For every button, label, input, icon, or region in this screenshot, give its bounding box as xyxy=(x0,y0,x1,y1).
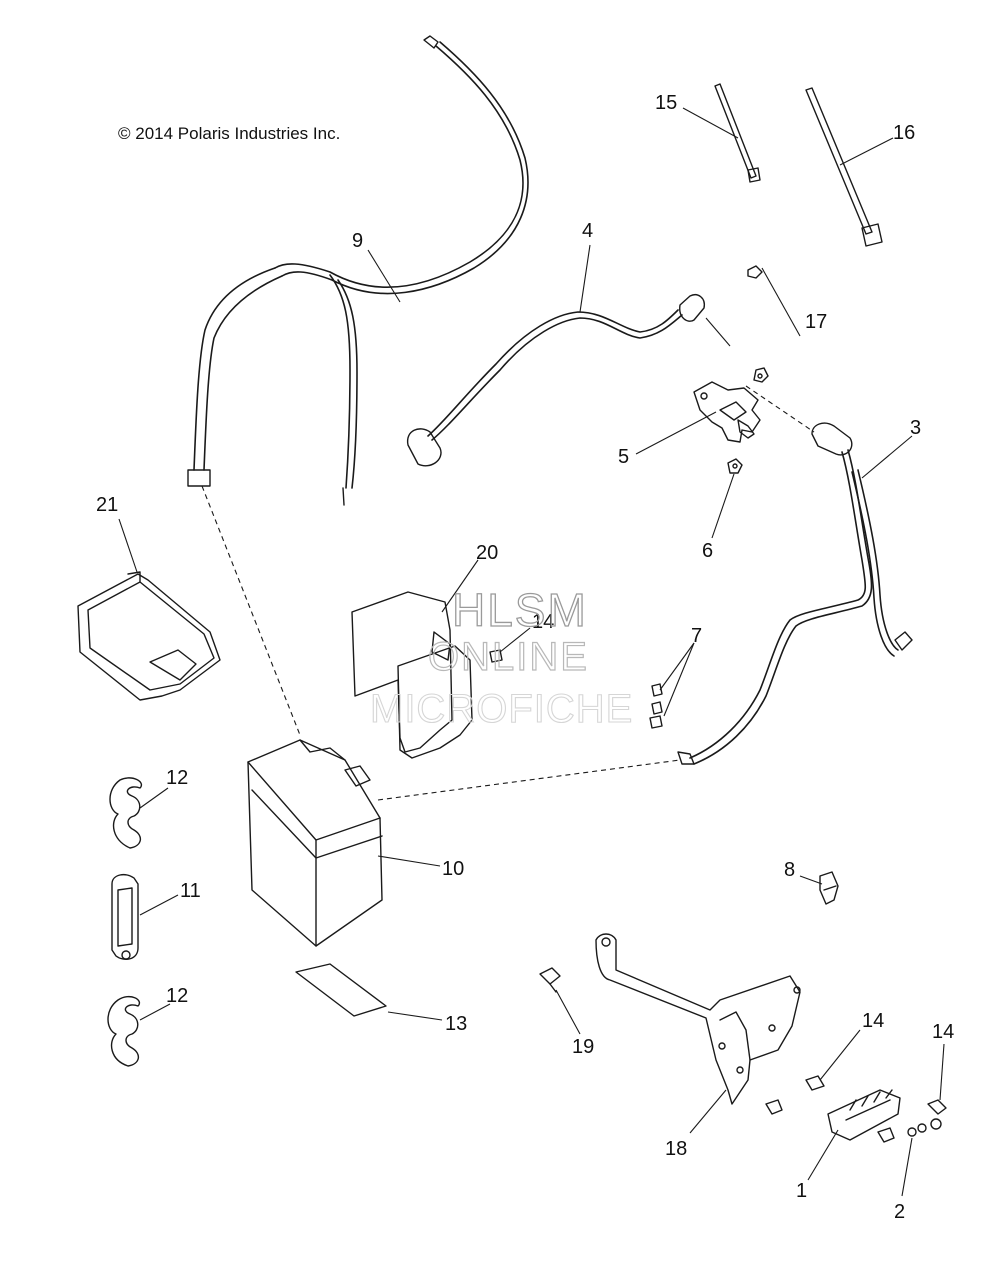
callout-18: 18 xyxy=(665,1138,687,1160)
part-3-cable[interactable] xyxy=(677,422,913,765)
part-15-cable-tie[interactable] xyxy=(714,83,761,183)
callout-4: 4 xyxy=(582,220,593,242)
callout-9: 9 xyxy=(352,230,363,252)
callout-3: 3 xyxy=(910,417,921,439)
callout-7: 7 xyxy=(691,625,702,647)
part-21-cover[interactable] xyxy=(77,571,221,701)
callout-14-mid: 14 xyxy=(862,1010,884,1032)
callout-20: 20 xyxy=(476,542,498,564)
part-16-cable-tie[interactable] xyxy=(805,87,883,247)
part-5-solenoid[interactable] xyxy=(693,381,761,443)
callout-5: 5 xyxy=(618,446,629,468)
part-11-strap[interactable] xyxy=(111,873,139,960)
part-9-battery-cable[interactable] xyxy=(187,35,529,506)
watermark-line-2: ONLINE xyxy=(428,635,589,679)
part-4-cable[interactable] xyxy=(406,294,705,467)
part-12-clip-upper[interactable] xyxy=(109,777,143,849)
callout-11: 11 xyxy=(180,880,201,902)
part-13-pad[interactable] xyxy=(295,963,387,1017)
callout-19: 19 xyxy=(572,1036,594,1058)
part-12-clip-lower[interactable] xyxy=(107,996,141,1067)
part-8-clamp[interactable] xyxy=(819,871,839,905)
callout-14-upper: 14 xyxy=(532,611,554,633)
part-10-battery[interactable] xyxy=(247,739,383,947)
callout-10: 10 xyxy=(442,858,464,880)
part-14-screw-right[interactable] xyxy=(927,1099,947,1130)
part-screw-bracket[interactable] xyxy=(765,1099,783,1115)
part-2-washer[interactable] xyxy=(877,1123,927,1143)
part-6-nut[interactable] xyxy=(727,458,743,474)
callout-12-lower: 12 xyxy=(166,985,188,1007)
callout-1: 1 xyxy=(796,1180,807,1202)
callout-6: 6 xyxy=(702,540,713,562)
part-7-screws[interactable] xyxy=(649,683,663,729)
callout-16: 16 xyxy=(893,122,915,144)
part-17-nut[interactable] xyxy=(747,265,769,383)
part-1-terminal-block[interactable] xyxy=(827,1089,901,1141)
callout-2: 2 xyxy=(894,1201,905,1223)
part-14-screw-mid[interactable] xyxy=(805,1075,825,1091)
callout-21: 21 xyxy=(96,494,118,516)
watermark: HLSM ONLINE MICROFICHE xyxy=(369,583,633,731)
callout-14-right: 14 xyxy=(932,1021,954,1043)
callout-12-upper: 12 xyxy=(166,767,188,789)
part-18-bracket[interactable] xyxy=(595,933,801,1105)
part-14-screw-upper[interactable] xyxy=(489,649,503,663)
callout-8: 8 xyxy=(784,859,795,881)
callout-17: 17 xyxy=(805,311,827,333)
watermark-line-1: HLSM xyxy=(452,584,588,636)
part-19-screw[interactable] xyxy=(539,967,561,993)
callout-13: 13 xyxy=(445,1013,467,1035)
copyright-notice: © 2014 Polaris Industries Inc. xyxy=(118,124,340,143)
part-20-shield[interactable] xyxy=(351,591,473,759)
callout-15: 15 xyxy=(655,92,677,114)
watermark-line-3: MICROFICHE xyxy=(370,687,633,731)
